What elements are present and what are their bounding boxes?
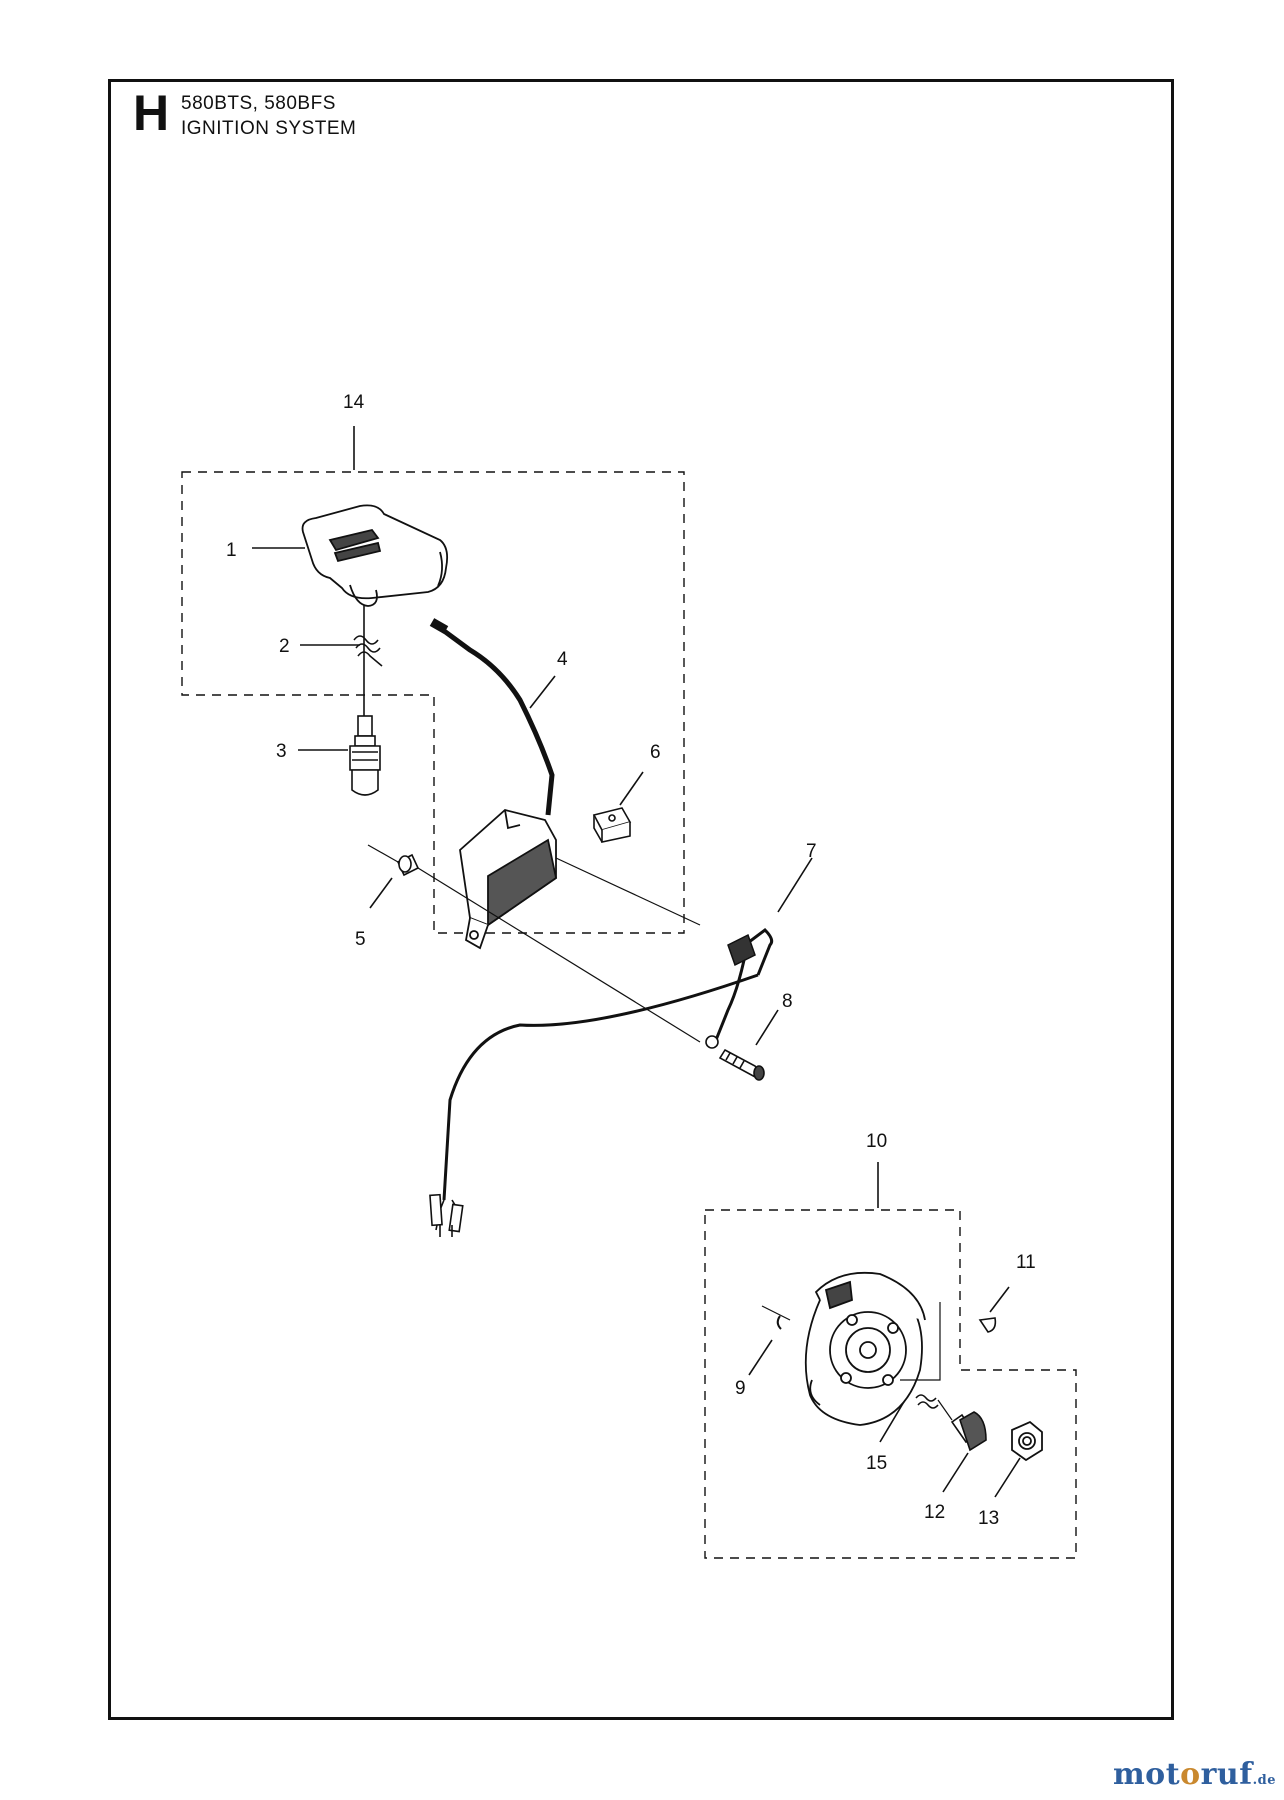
- leader-15: [879, 1399, 906, 1443]
- short-circuit-cable: [442, 928, 774, 1201]
- leader-12: [942, 1452, 969, 1493]
- woodruff-key: [978, 1317, 997, 1333]
- callout-9: 9: [735, 1378, 746, 1399]
- model-numbers: 580BTS, 580BFS: [181, 93, 336, 114]
- section-letter: H: [133, 85, 170, 141]
- leader-11: [989, 1286, 1010, 1313]
- leader-8: [755, 1009, 779, 1046]
- spring-clip: [353, 635, 383, 667]
- callout-13: 13: [978, 1508, 999, 1529]
- callout-6: 6: [650, 742, 661, 763]
- pawl-spring: [915, 1394, 939, 1409]
- leader-7: [777, 857, 813, 913]
- watermark-logo: motoruf.de: [1112, 1757, 1276, 1792]
- leader-9: [748, 1339, 773, 1376]
- group-box-10: [704, 1209, 1077, 1559]
- flywheel: [804, 1271, 926, 1426]
- spark-plug-cap: [301, 504, 449, 607]
- ht-lead: [434, 622, 555, 816]
- callout-7: 7: [806, 841, 817, 862]
- section-title: IGNITION SYSTEM: [181, 118, 357, 139]
- spacer-sleeve: [396, 853, 420, 877]
- callout-14: 14: [343, 392, 365, 413]
- leader-6: [619, 771, 644, 806]
- callout-12: 12: [924, 1502, 945, 1523]
- callout-15: 15: [866, 1453, 887, 1474]
- callout-3: 3: [276, 741, 287, 762]
- cable-connectors: [429, 1193, 464, 1237]
- callout-11: 11: [1016, 1252, 1036, 1273]
- screw: [705, 1035, 765, 1081]
- page-frame: [108, 79, 1174, 1720]
- callout-10: 10: [866, 1131, 887, 1152]
- circlip: [776, 1315, 782, 1330]
- flywheel-nut: [1011, 1420, 1043, 1462]
- callout-8: 8: [782, 991, 793, 1012]
- callout-2: 2: [279, 636, 290, 657]
- ignition-module: [459, 809, 558, 950]
- spark-plug: [349, 715, 381, 796]
- starter-pawl: [950, 1411, 987, 1452]
- callout-5: 5: [355, 929, 366, 950]
- callout-1: 1: [226, 540, 237, 561]
- callout-4: 4: [557, 649, 568, 670]
- leader-13: [994, 1457, 1021, 1498]
- lead-grommet: [592, 807, 632, 843]
- group-box-14: [181, 471, 685, 934]
- leader-5: [369, 877, 393, 909]
- leader-4: [529, 675, 556, 709]
